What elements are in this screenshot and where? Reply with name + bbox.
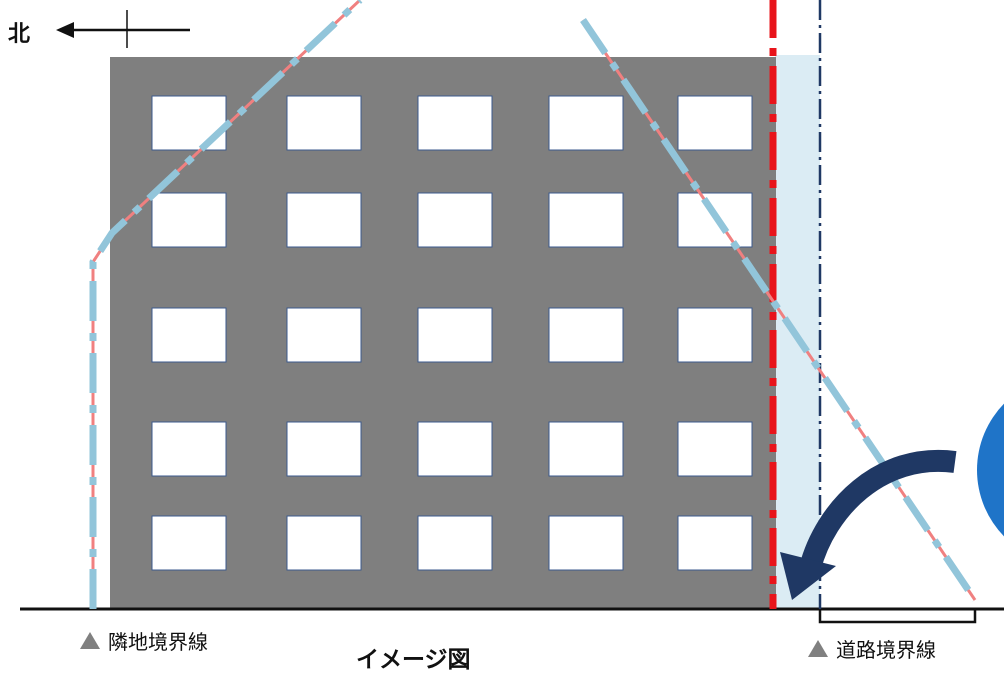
window	[677, 95, 753, 151]
window	[548, 515, 624, 571]
road-setback-line	[580, 18, 978, 602]
window	[548, 95, 624, 151]
window	[151, 192, 227, 248]
window	[548, 307, 624, 363]
neighbor-boundary-label: 隣地境界線	[108, 630, 208, 654]
window	[286, 515, 362, 571]
window	[286, 307, 362, 363]
window	[151, 515, 227, 571]
triangle-marker-icon	[808, 640, 828, 657]
window	[417, 515, 493, 571]
window	[151, 307, 227, 363]
road-boundary-label: 道路境界線	[836, 638, 936, 662]
road-boundary-label-group: 道路境界線	[808, 634, 936, 663]
window	[417, 95, 493, 151]
window	[677, 515, 753, 571]
window	[677, 421, 753, 477]
neighbor-boundary-label-group: 隣地境界線	[80, 626, 208, 655]
north-arrow-icon	[56, 10, 190, 48]
window-grid	[151, 95, 753, 571]
window	[417, 192, 493, 248]
window	[417, 421, 493, 477]
diagram-caption: イメージ図	[356, 647, 471, 673]
window	[286, 192, 362, 248]
north-label: 北	[8, 22, 31, 47]
window	[151, 95, 227, 151]
window	[286, 421, 362, 477]
triangle-marker-icon	[80, 632, 100, 649]
curved-arrow-icon	[780, 449, 957, 600]
road-step	[818, 609, 977, 624]
window	[548, 421, 624, 477]
neighbor-setback-line	[89, 0, 363, 609]
window	[677, 307, 753, 363]
window	[417, 307, 493, 363]
window	[151, 421, 227, 477]
window	[548, 192, 624, 248]
window	[286, 95, 362, 151]
callout-circle	[977, 403, 1004, 537]
